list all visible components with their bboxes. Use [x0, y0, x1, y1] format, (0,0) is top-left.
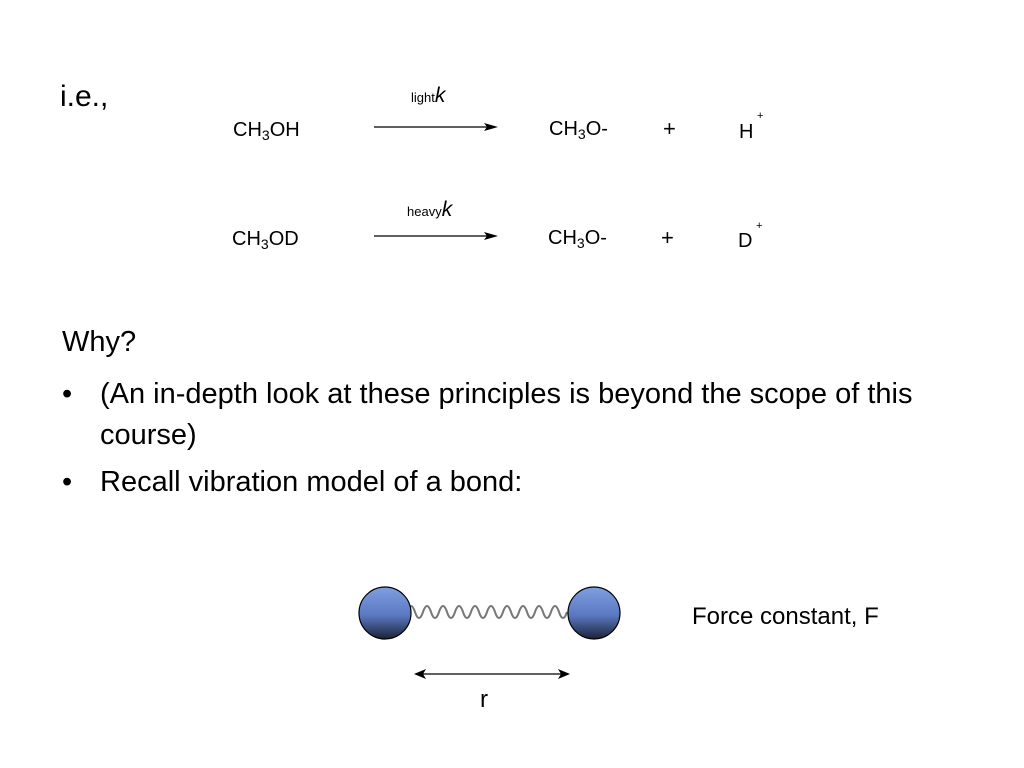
bullet-text: (An in-depth look at these principles is…: [100, 378, 913, 451]
deuteron-d-ion: D: [738, 230, 753, 252]
proton-h-ion: H: [739, 121, 754, 143]
charge-plus-h: +: [757, 110, 764, 122]
bullet-marker: •: [62, 466, 73, 498]
rate-constant-heavy: heavyk: [407, 198, 453, 221]
distance-r-label: r: [480, 686, 488, 713]
bullet-marker: •: [62, 378, 73, 410]
bond-vibration-diagram: [358, 586, 621, 679]
bullet-list: • (An in-depth look at these principles i…: [62, 374, 982, 509]
reaction-arrow-heavy: [374, 232, 498, 240]
product-ch3o-light: CH3O-: [549, 118, 608, 142]
list-item: • (An in-depth look at these principles i…: [62, 374, 982, 456]
atom-left: [358, 586, 412, 640]
why-heading: Why?: [62, 326, 137, 358]
charge-plus-d: +: [756, 220, 763, 232]
reactant-ch3od: CH3OD: [232, 228, 299, 252]
rate-constant-light: lightk: [411, 84, 446, 107]
bullet-text: Recall vibration model of a bond:: [100, 466, 523, 498]
atom-right: [567, 586, 621, 640]
spring-coil: [406, 605, 568, 619]
plus-sign-light: +: [663, 116, 676, 141]
list-item: • Recall vibration model of a bond:: [62, 462, 982, 503]
plus-sign-heavy: +: [661, 225, 674, 250]
product-ch3o-heavy: CH3O-: [548, 227, 607, 251]
distance-arrow: [414, 669, 570, 679]
force-constant-label: Force constant, F: [692, 603, 879, 630]
reaction-arrow-light: [374, 123, 498, 131]
reactant-ch3oh: CH3OH: [233, 119, 300, 143]
intro-text: i.e.,: [60, 80, 109, 113]
